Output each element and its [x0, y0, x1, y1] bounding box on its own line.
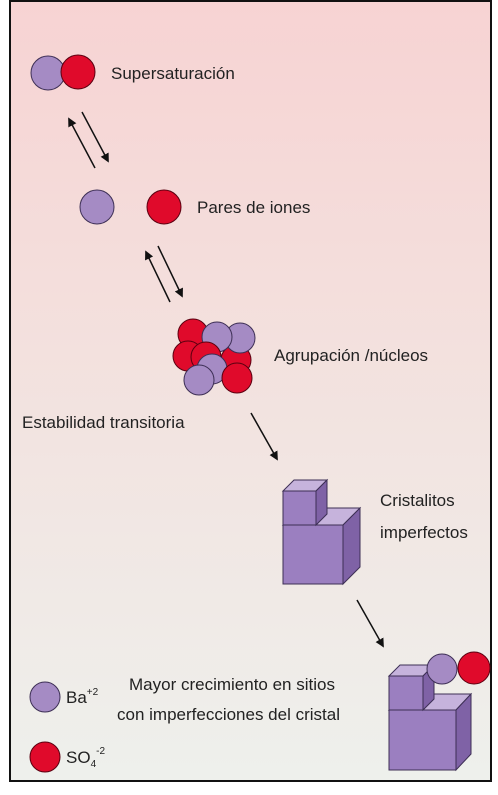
- legend: Ba+2 SO4 -2: [29, 681, 105, 773]
- forward-arrow: [356, 599, 384, 648]
- crystal-front-face: [388, 675, 424, 711]
- forward-arrow: [250, 412, 278, 461]
- crystal-front-face: [282, 490, 317, 526]
- reverse-arrow: [145, 250, 171, 303]
- crystal-front-face: [388, 709, 457, 771]
- crystal-front-face: [282, 524, 344, 585]
- ion-pairs: [79, 189, 182, 225]
- figure-frame: [9, 0, 492, 782]
- growth-label-line2: con imperfecciones del cristal: [117, 705, 340, 724]
- crystallites-label-line1: Cristalitos: [380, 491, 455, 510]
- barium-legend-swatch: [29, 681, 61, 713]
- barium-ion: [183, 364, 215, 396]
- sulfate-ion: [146, 189, 182, 225]
- imperfect-crystallite: [281, 478, 362, 586]
- growing-crystal: [387, 651, 491, 772]
- ion-pairs-label: Pares de iones: [197, 198, 310, 217]
- sulfate-legend-label: SO4 -2: [66, 746, 105, 770]
- forward-arrow: [81, 111, 109, 163]
- barium-ion: [30, 55, 66, 91]
- crystallites-label-line2: imperfectos: [380, 523, 468, 542]
- barium-charge: +2: [87, 687, 99, 698]
- nucleus-cluster: [172, 318, 256, 396]
- reversible-arrows-1: [68, 111, 109, 169]
- barium-ion: [79, 189, 115, 225]
- transient-stability-label: Estabilidad transitoria: [22, 413, 185, 432]
- growth-label-line1: Mayor crecimiento en sitios: [129, 675, 335, 694]
- barium-legend-label: Ba+2: [66, 687, 99, 707]
- sulfate-legend-swatch: [29, 741, 61, 773]
- nuclei-label: Agrupación /núcleos: [274, 346, 428, 365]
- sulfate-ion: [60, 54, 96, 90]
- barium-symbol: Ba: [66, 688, 87, 707]
- sulfate-ion: [457, 651, 491, 685]
- forward-arrow: [157, 245, 183, 298]
- reversible-arrows-2: [145, 245, 183, 303]
- sulfate-subscript: 4: [91, 759, 97, 770]
- barium-ion: [426, 653, 458, 685]
- sulfate-ion: [221, 362, 253, 394]
- sulfate-charge: -2: [96, 746, 105, 757]
- sulfate-symbol: SO: [66, 748, 91, 767]
- supersaturation-label: Supersaturación: [111, 64, 235, 83]
- supersaturation-ions: [30, 54, 96, 91]
- reverse-arrow: [68, 117, 96, 169]
